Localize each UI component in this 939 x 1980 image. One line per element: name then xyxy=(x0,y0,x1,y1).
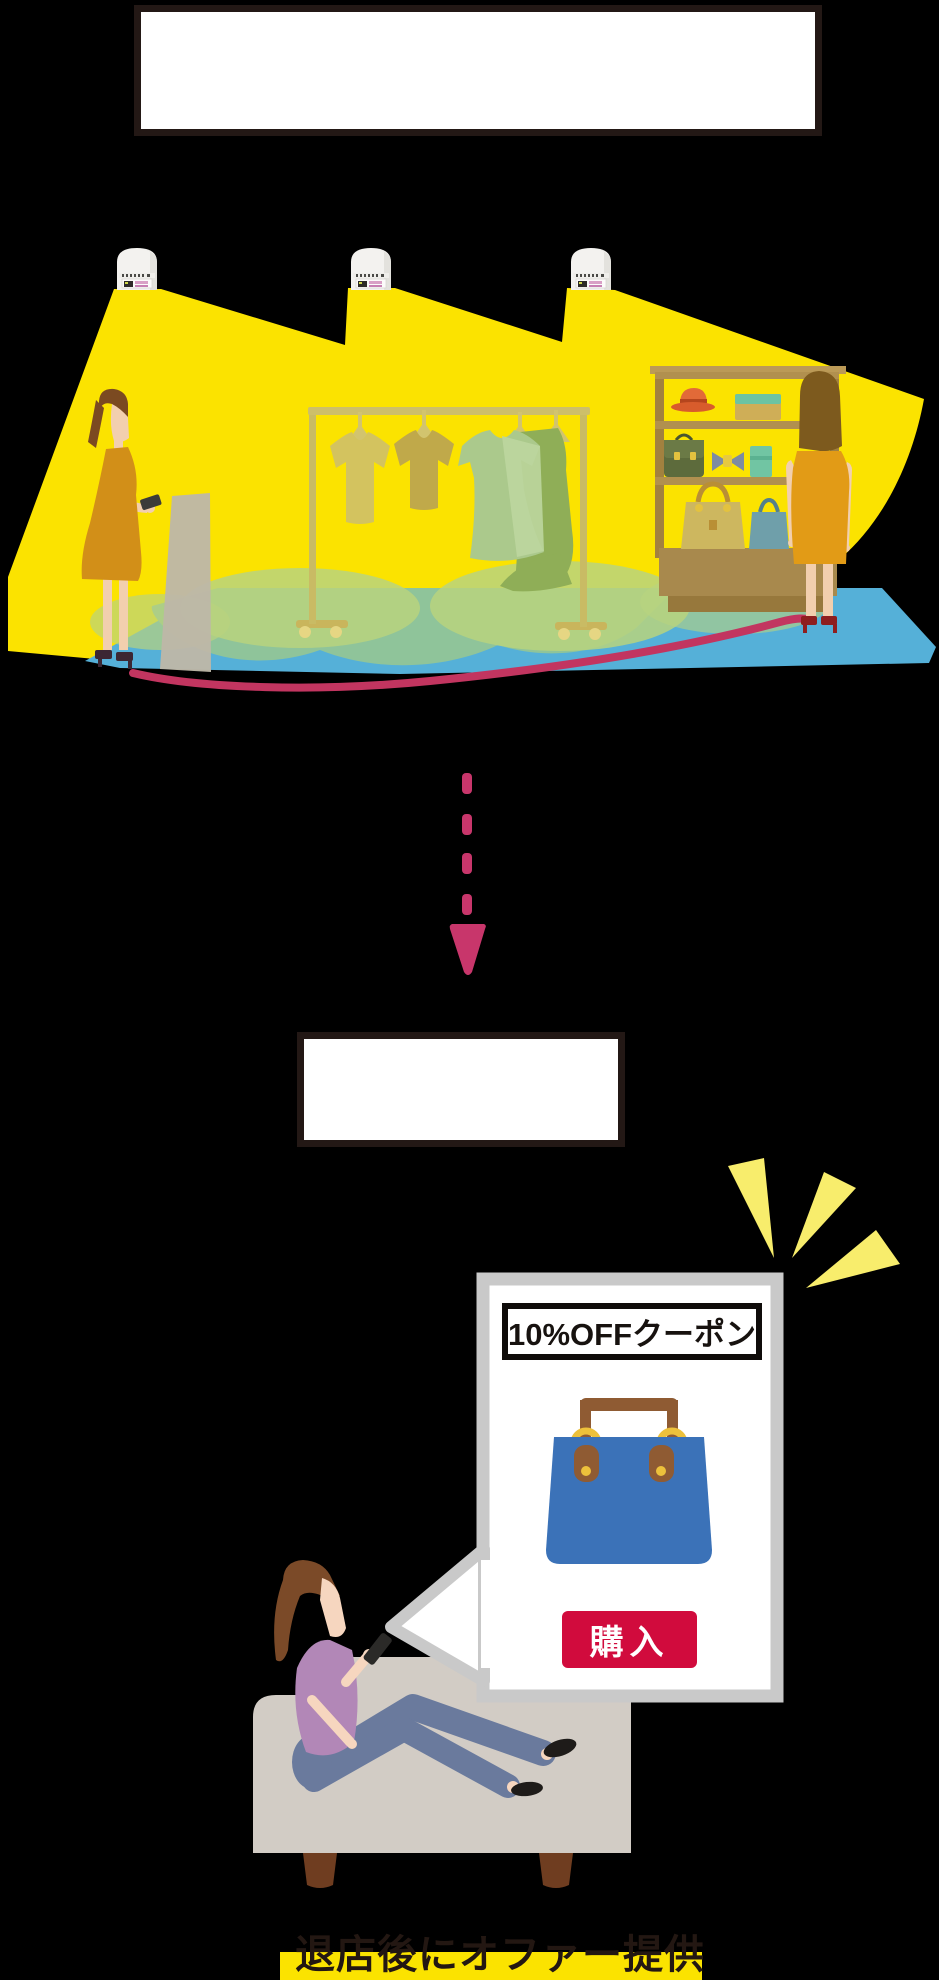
camera-sensor-icon xyxy=(116,247,612,291)
box-stack xyxy=(735,394,781,420)
relaxing-customer xyxy=(274,1560,577,1798)
hat xyxy=(671,388,715,412)
bow-item xyxy=(712,452,744,471)
teal-wallet xyxy=(750,446,772,477)
emphasis-burst-icon xyxy=(728,1158,900,1288)
coupon-label: 10%OFFクーポン xyxy=(502,1303,762,1360)
teal-handbag xyxy=(749,497,789,549)
shirt xyxy=(394,430,454,510)
buy-button[interactable]: 購入 xyxy=(562,1611,697,1668)
khaki-handbag xyxy=(681,481,745,549)
title-box-middle xyxy=(297,1032,625,1147)
smartphone-icon xyxy=(363,1633,392,1665)
customer-browsing xyxy=(786,371,852,633)
flat-shoes xyxy=(511,1738,577,1797)
info-kiosk xyxy=(160,493,211,672)
clothing-rack xyxy=(296,407,607,640)
title-box-top xyxy=(134,5,822,136)
store-illustration xyxy=(8,247,936,692)
dress xyxy=(458,428,574,592)
highlight-strip xyxy=(280,1952,702,1980)
satchel-bag xyxy=(664,433,704,477)
customer-with-phone xyxy=(81,388,162,669)
movement-path xyxy=(129,614,816,692)
shopping-bag-icon xyxy=(546,1398,712,1564)
high-heels xyxy=(801,616,837,633)
footer-caption: 退店後にオファー提供 xyxy=(295,1933,705,1977)
heels xyxy=(95,650,133,669)
smartphone-icon xyxy=(140,494,162,511)
down-arrow-icon xyxy=(449,773,486,975)
shirt xyxy=(330,432,390,524)
